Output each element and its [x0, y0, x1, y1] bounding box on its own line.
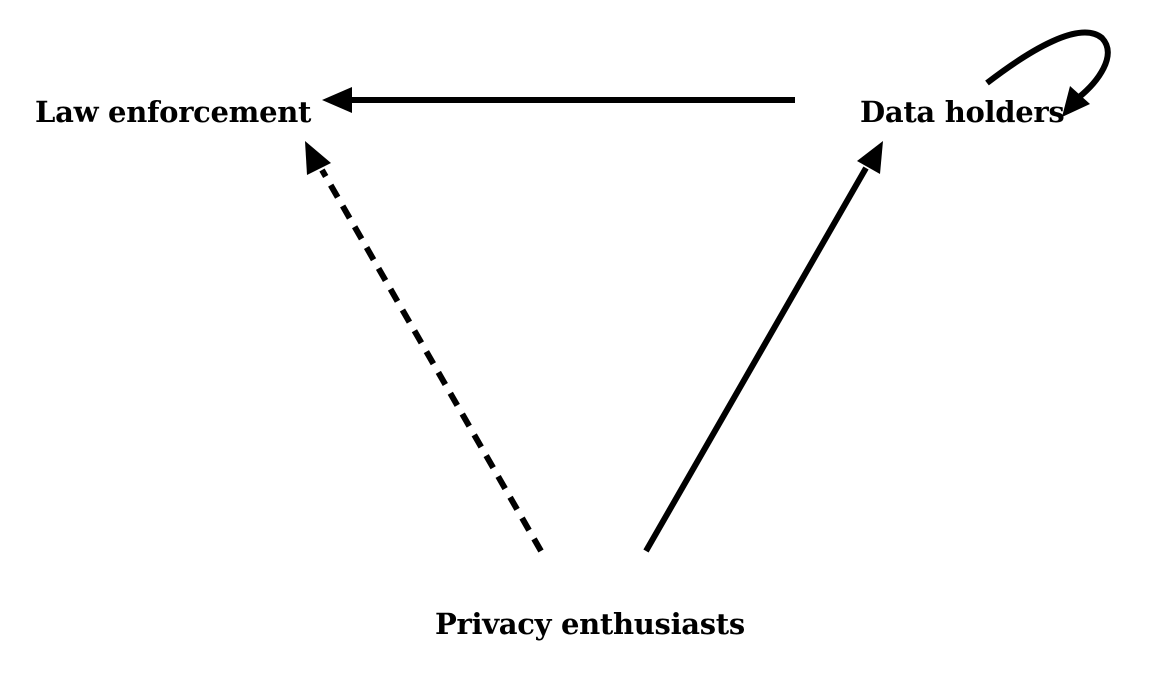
arrowhead-icon — [305, 141, 331, 175]
edge-privacy-enthusiasts-to-data-holders — [643, 141, 883, 553]
arrowhead-icon — [1062, 86, 1090, 117]
arrowhead-icon — [322, 87, 352, 113]
edge-data-holders-self-loop — [985, 29, 1111, 117]
node-law-enforcement: Law enforcement — [35, 95, 312, 129]
edge-data-holders-to-law-enforcement — [322, 87, 795, 113]
node-privacy-enthusiasts: Privacy enthusiasts — [435, 607, 745, 641]
arrowhead-icon — [857, 141, 883, 174]
edge-line — [643, 166, 869, 553]
edge-line — [319, 168, 544, 553]
edge-line — [985, 29, 1111, 101]
edge-privacy-enthusiasts-to-law-enforcement — [305, 141, 544, 553]
node-data-holders: Data holders — [860, 95, 1065, 129]
